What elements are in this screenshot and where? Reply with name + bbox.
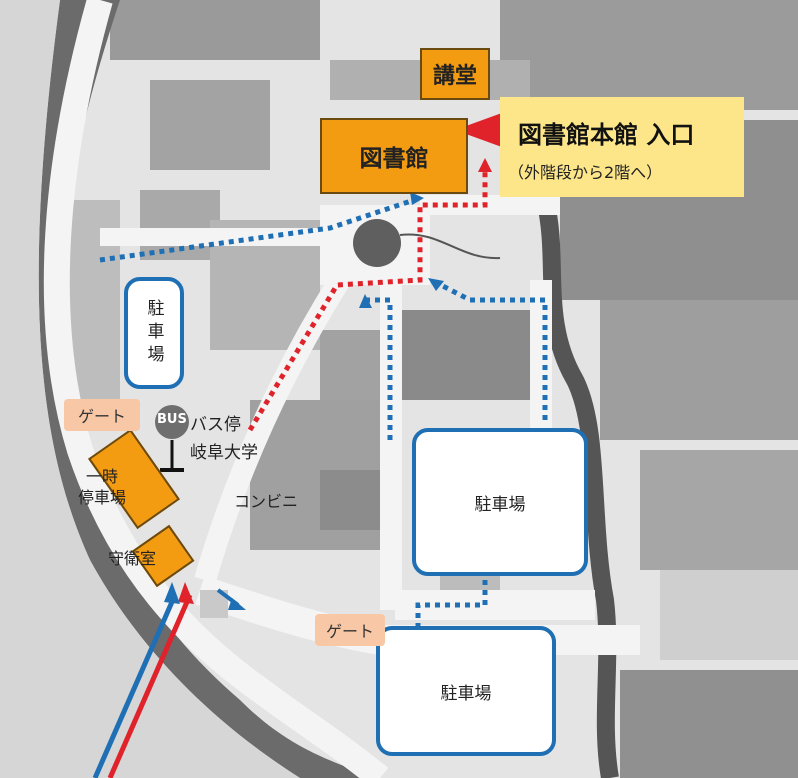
court <box>660 570 798 660</box>
arrowhead <box>359 294 372 308</box>
road <box>530 280 552 440</box>
route-red-dotted <box>247 165 488 432</box>
route-red-solid <box>107 593 193 778</box>
bus-stop-name: 岐阜大学 <box>190 443 258 463</box>
block <box>500 0 798 110</box>
block <box>110 0 320 60</box>
block <box>320 470 380 530</box>
block <box>640 450 798 570</box>
convenience-store-label: コンビニ <box>234 492 299 511</box>
diagonal-road <box>194 274 350 584</box>
block <box>320 330 380 400</box>
arrowhead <box>478 158 492 172</box>
river <box>536 197 619 778</box>
outer-area <box>0 0 300 778</box>
bus-stop-label: バス停 <box>190 415 241 435</box>
library-building[interactable]: 図書館 <box>320 118 468 194</box>
parking-east[interactable]: 駐車場 <box>412 428 588 576</box>
parking-south[interactable]: 駐車場 <box>376 626 556 756</box>
gate-west: ゲート <box>64 399 140 431</box>
entrance-note: （外階段から2階へ） <box>508 163 663 182</box>
guard-room-label: 守衛室 <box>108 549 157 568</box>
lecture-hall-building[interactable]: 講堂 <box>420 48 490 100</box>
route-blue-dotted <box>365 297 393 440</box>
entrance-title: 図書館本館 入口 <box>518 121 695 149</box>
gate-south: ゲート <box>315 614 385 646</box>
temporary-parking-label: 一時 停車場 <box>78 467 127 507</box>
bus-badge-bg <box>155 405 189 439</box>
bus-badge: BUS <box>157 412 187 427</box>
entrance-callout: 図書館本館 入口 （外階段から2階へ） <box>500 97 744 197</box>
block <box>600 300 798 440</box>
route-blue-dotted <box>99 195 421 263</box>
roundabout <box>353 219 401 267</box>
route-blue-solid <box>92 593 178 778</box>
block <box>150 80 270 170</box>
block <box>620 670 798 778</box>
road <box>420 195 560 215</box>
block <box>400 310 530 400</box>
entrance-pointer <box>455 110 510 150</box>
road <box>380 280 402 610</box>
arrowhead <box>410 192 424 205</box>
route-blue-dotted <box>433 279 548 420</box>
arrowhead <box>428 278 444 291</box>
ring-road <box>43 0 389 778</box>
parking-west[interactable]: 駐車場 <box>124 277 184 389</box>
ring-road-edge <box>38 0 380 778</box>
road <box>100 228 430 246</box>
